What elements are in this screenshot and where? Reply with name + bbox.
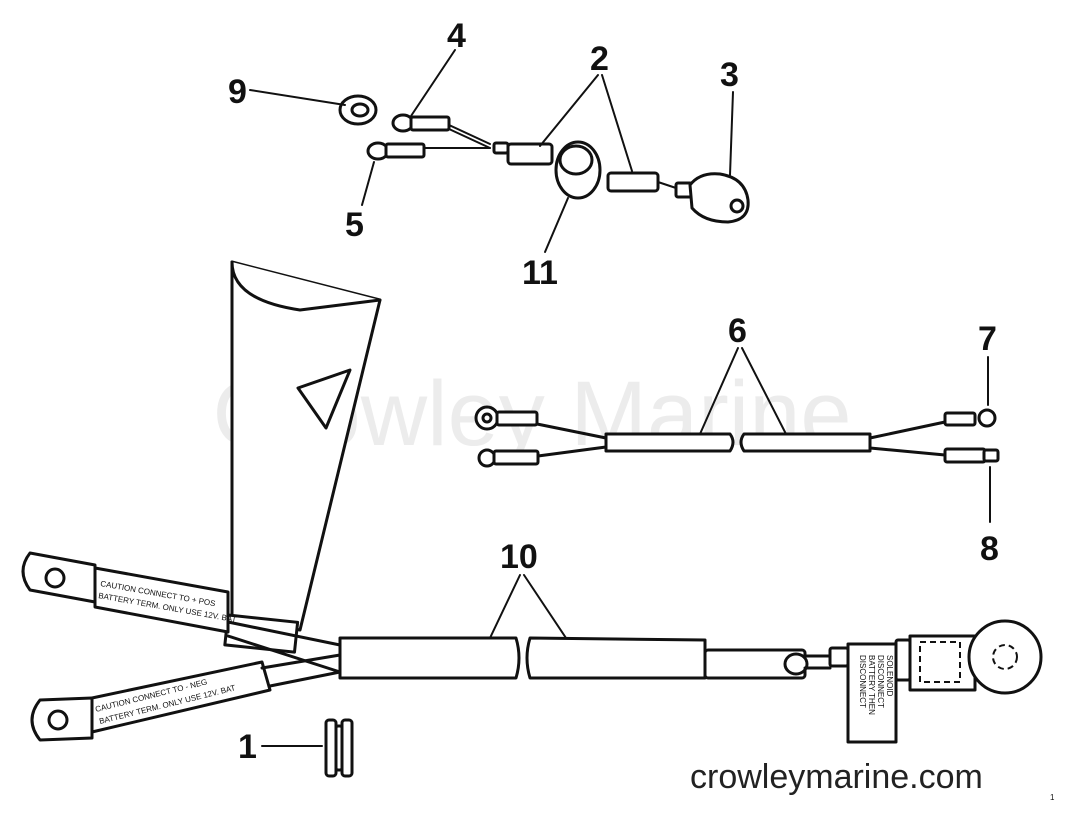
leader-9 xyxy=(249,89,346,106)
leader-5 xyxy=(361,161,375,206)
bullet-connector-left xyxy=(492,141,554,166)
wire-assembly-6 xyxy=(474,405,1000,468)
leader-2a xyxy=(539,74,599,147)
solenoid-warning-line1: DISCONNECT xyxy=(858,655,867,708)
solenoid-warning-line4: SOLENOID xyxy=(885,655,894,697)
callout-9: 9 xyxy=(228,73,247,111)
callout-6: 6 xyxy=(728,312,747,350)
main-cable-10 xyxy=(338,636,850,680)
ring-terminal-upper xyxy=(391,113,491,149)
callout-2: 2 xyxy=(590,40,609,78)
callout-10: 10 xyxy=(500,538,538,576)
leader-3 xyxy=(729,91,734,176)
callout-5: 5 xyxy=(345,206,364,244)
leader-2b xyxy=(601,74,633,172)
site-url: crowleymarine.com xyxy=(690,758,983,796)
solenoid-terminal: DISCONNECT BATTERY THEN DISCONNECT SOLEN… xyxy=(846,619,1043,744)
grommet-part-1 xyxy=(324,718,354,778)
ignition-switch xyxy=(606,171,750,224)
callout-3: 3 xyxy=(720,56,739,94)
leader-4 xyxy=(410,49,456,117)
leader-6b xyxy=(741,347,787,435)
leader-6a xyxy=(699,347,739,435)
callout-1: 1 xyxy=(238,728,257,766)
callout-8: 8 xyxy=(980,530,999,568)
callout-4: 4 xyxy=(447,17,466,55)
battery-cable-positive: CAUTION CONNECT TO + POS BATTERY TERM. O… xyxy=(21,260,382,674)
leader-11 xyxy=(544,197,569,253)
callout-11: 11 xyxy=(522,254,558,292)
corner-mark: 1 xyxy=(1050,793,1055,802)
leader-10a xyxy=(489,574,521,639)
grommet-ring xyxy=(554,140,602,200)
callout-7: 7 xyxy=(978,320,997,358)
solenoid-warning-line2: BATTERY THEN xyxy=(867,655,876,715)
solenoid-warning-line3: DISCONNECT xyxy=(876,655,885,708)
ring-terminal-lower xyxy=(366,141,491,161)
leader-10b xyxy=(523,574,567,639)
nut-part xyxy=(338,94,378,126)
battery-cable-negative: CAUTION CONNECT TO - NEG BATTERY TERM. O… xyxy=(30,653,342,742)
